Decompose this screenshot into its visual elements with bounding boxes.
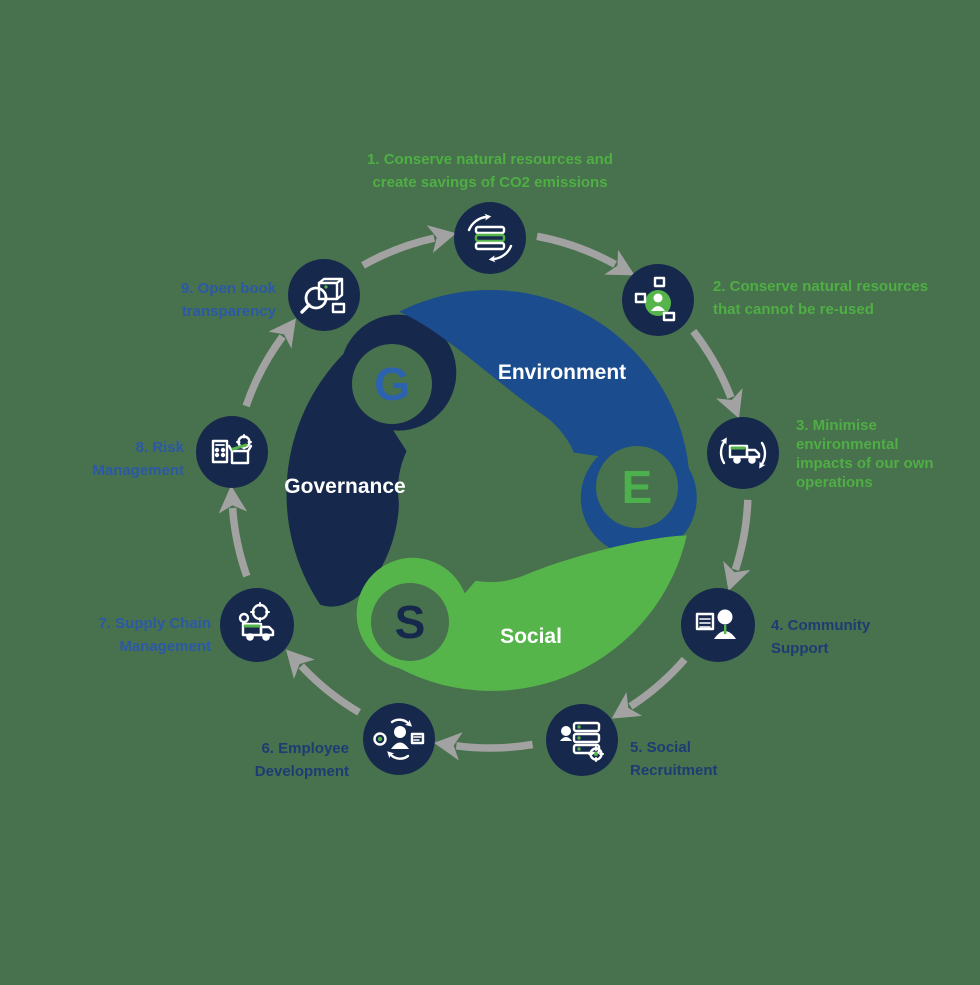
supply-truck-gears-icon	[238, 602, 275, 641]
arrow-7-8	[218, 485, 251, 578]
svg-text:environmental: environmental	[796, 436, 899, 453]
step-7-label: 7. Supply Chain Management	[98, 615, 211, 655]
step-4-icon-circle	[681, 588, 755, 662]
medal-S-circle	[371, 583, 449, 661]
step-9-label: 9. Open book transparency	[181, 280, 277, 320]
step-2-label: 2. Conserve natural resources that canno…	[713, 278, 928, 318]
risk-calculator-icon	[211, 434, 253, 465]
medal-E-letter: E	[622, 461, 653, 513]
segment-environment	[399, 290, 689, 470]
step-labels: 1. Conserve natural resources and create…	[92, 151, 933, 780]
step-5-icon-circle	[546, 704, 618, 776]
segment-environment-label: Environment	[498, 361, 626, 384]
arrow-1-2	[536, 232, 635, 276]
arrow-4-5	[611, 656, 688, 719]
svg-text:8. Risk: 8. Risk	[136, 439, 185, 456]
step-2-icon-circle	[622, 264, 694, 336]
arrow-2-3	[690, 328, 743, 419]
community-person-icon	[695, 609, 736, 639]
medal-S-letter: S	[395, 596, 426, 648]
servers-recycle-icon	[467, 213, 513, 263]
medal-G-letter: G	[374, 358, 410, 410]
step-3-label: 3. Minimise environmental impacts of our…	[796, 417, 934, 491]
svg-text:Recruitment: Recruitment	[630, 762, 718, 779]
segment-social-label: Social	[500, 625, 562, 648]
employee-growth-icon	[373, 718, 425, 760]
step-7-icon-circle	[220, 588, 294, 662]
arrow-9-1	[361, 225, 457, 269]
medal-G-circle	[352, 344, 432, 424]
arrow-8-9	[242, 318, 296, 408]
step-9-icon-circle	[288, 259, 360, 331]
step-6-icon-circle	[363, 703, 435, 775]
person-resources-icon	[634, 276, 676, 322]
svg-text:1. Conserve natural resources: 1. Conserve natural resources and	[367, 151, 613, 168]
step-8-label: 8. Risk Management	[92, 439, 184, 479]
svg-text:Support: Support	[771, 640, 829, 657]
step-3-icon-circle	[707, 417, 779, 489]
step-1-label: 1. Conserve natural resources and create…	[367, 151, 613, 191]
svg-text:9. Open book: 9. Open book	[181, 280, 277, 297]
svg-text:Management: Management	[119, 638, 211, 655]
svg-text:Development: Development	[255, 763, 349, 780]
step-8-icon-circle	[196, 416, 268, 488]
svg-text:3. Minimise: 3. Minimise	[796, 417, 877, 434]
svg-text:2. Conserve natural resources: 2. Conserve natural resources	[713, 278, 928, 295]
arrow-3-4	[723, 499, 752, 592]
segment-governance-label: Governance	[284, 475, 405, 498]
svg-text:operations: operations	[796, 474, 873, 491]
arrow-6-7	[285, 649, 362, 716]
svg-text:that cannot be re-used: that cannot be re-used	[713, 301, 874, 318]
cycle-arrows	[218, 225, 752, 761]
svg-text:6. Employee: 6. Employee	[261, 740, 349, 757]
svg-text:transparency: transparency	[182, 303, 277, 320]
step-4-label: 4. Community Support	[771, 617, 871, 657]
arrow-5-6	[433, 732, 534, 761]
svg-text:create savings of CO2 emission: create savings of CO2 emissions	[372, 174, 607, 191]
step-1-icon-circle	[454, 202, 526, 274]
segment-social	[399, 535, 687, 691]
svg-text:7. Supply Chain: 7. Supply Chain	[98, 615, 211, 632]
step-6-label: 6. Employee Development	[255, 740, 349, 780]
openbook-magnifier-icon	[300, 277, 346, 314]
svg-text:impacts of our own: impacts of our own	[796, 455, 934, 472]
medal-E-circle	[596, 446, 678, 528]
step-5-label: 5. Social Recruitment	[630, 739, 718, 779]
truck-recycle-icon	[719, 437, 767, 469]
svg-text:5. Social: 5. Social	[630, 739, 691, 756]
recruitment-servers-icon	[560, 721, 604, 762]
svg-text:4. Community: 4. Community	[771, 617, 871, 634]
svg-text:Management: Management	[92, 462, 184, 479]
